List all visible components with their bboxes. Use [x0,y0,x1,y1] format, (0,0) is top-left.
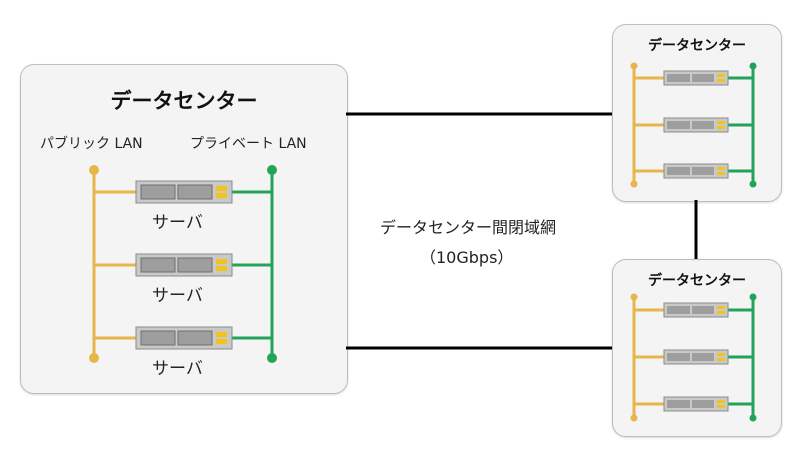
remote-datacenter-top-title: データセンター [648,38,746,54]
server-label: サーバ [152,213,203,233]
remote-bottom-private-bus [726,293,757,422]
server-label: サーバ [152,359,203,379]
remote-top-public-bus [630,62,666,188]
interconnect-label: データセンター間閉域網 [380,218,557,237]
remote-bottom-public-bus [630,293,666,422]
server-label: サーバ [152,286,203,306]
interconnect-speed: （10Gbps） [420,248,514,267]
private-lan-bus [230,165,277,363]
remote-bottom-servers [663,302,729,412]
public-lan-label: パブリック LAN [40,136,143,152]
main-datacenter-title: データセンター [110,89,258,113]
remote-datacenter-bottom-title: データセンター [648,273,746,289]
remote-top-private-bus [726,62,757,188]
server-3 [135,326,233,350]
remote-top-servers [663,70,729,179]
public-lan-bus [89,165,138,363]
private-lan-label: プライベート LAN [190,136,307,152]
server-2 [135,253,233,277]
server-1 [135,180,233,204]
